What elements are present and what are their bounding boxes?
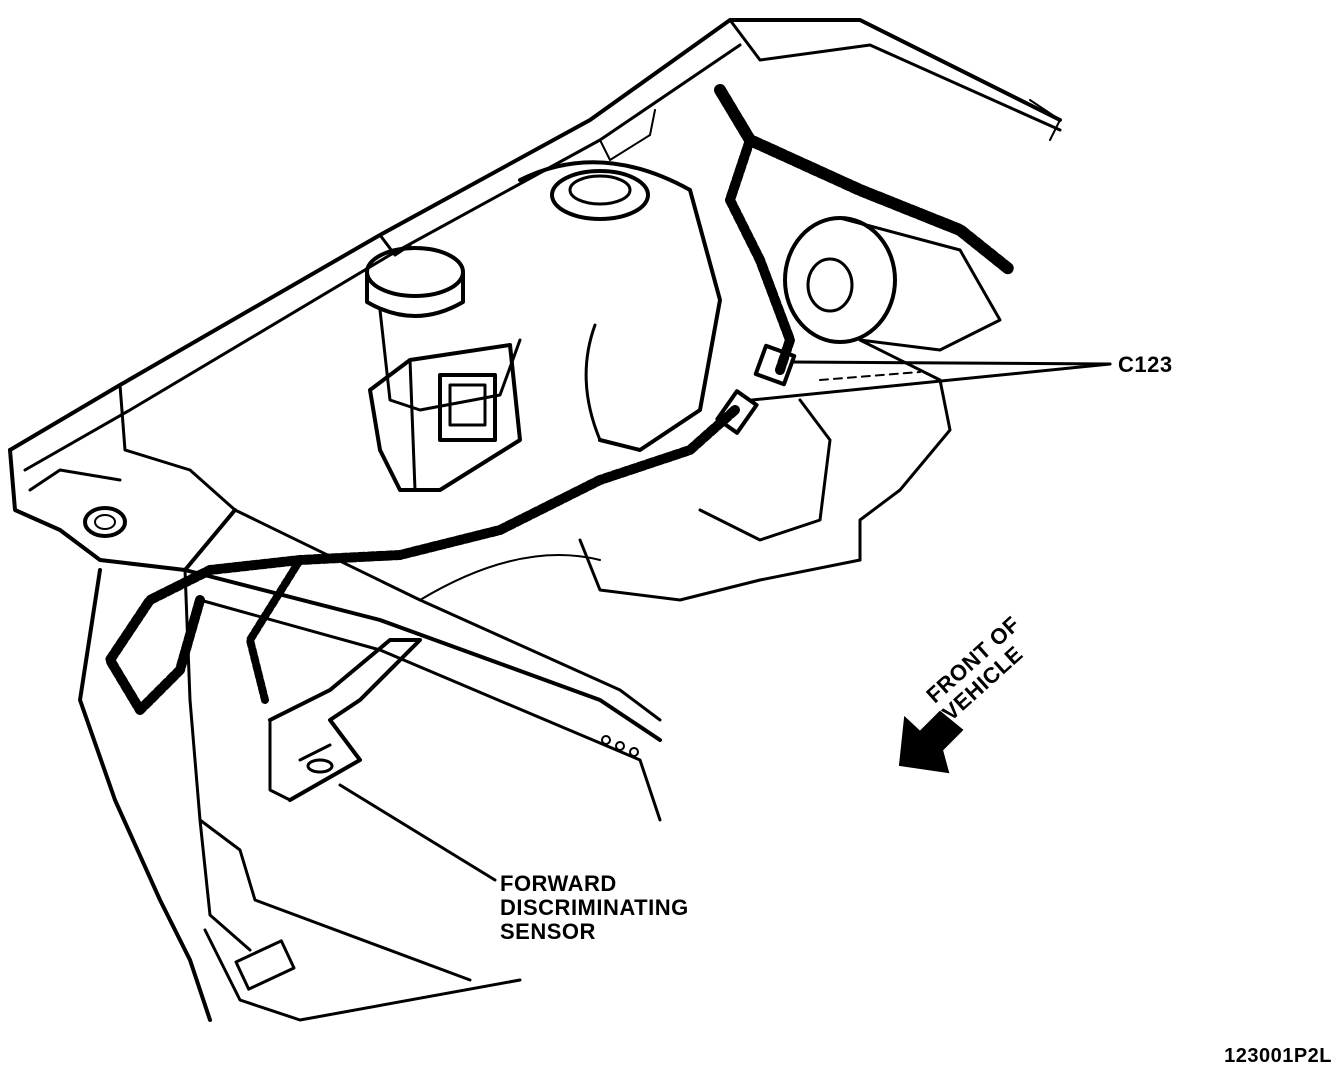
c123-connector [715,343,797,435]
sensor-callout-label: FORWARD DISCRIMINATING SENSOR [500,872,689,944]
sensor-label-line2: DISCRIMINATING [500,895,689,920]
wiring-harness [105,84,1016,715]
sensor-label-line3: SENSOR [500,919,596,944]
c123-callout-label: C123 [1118,352,1173,377]
sensor-bracket [268,638,422,802]
blower-motor [783,216,1002,352]
figure-id: 123001P2L [1224,1045,1332,1067]
strut-tower [518,160,722,452]
rear-structure [419,338,952,602]
callout-leaders [338,360,1112,882]
front-corner-bracket [8,448,237,572]
front-of-vehicle-arrow [898,710,964,774]
upper-frame-rail [8,18,1062,512]
sensor-label-line1: FORWARD [500,871,617,896]
control-module [368,343,522,492]
coolant-reservoir [365,246,522,412]
